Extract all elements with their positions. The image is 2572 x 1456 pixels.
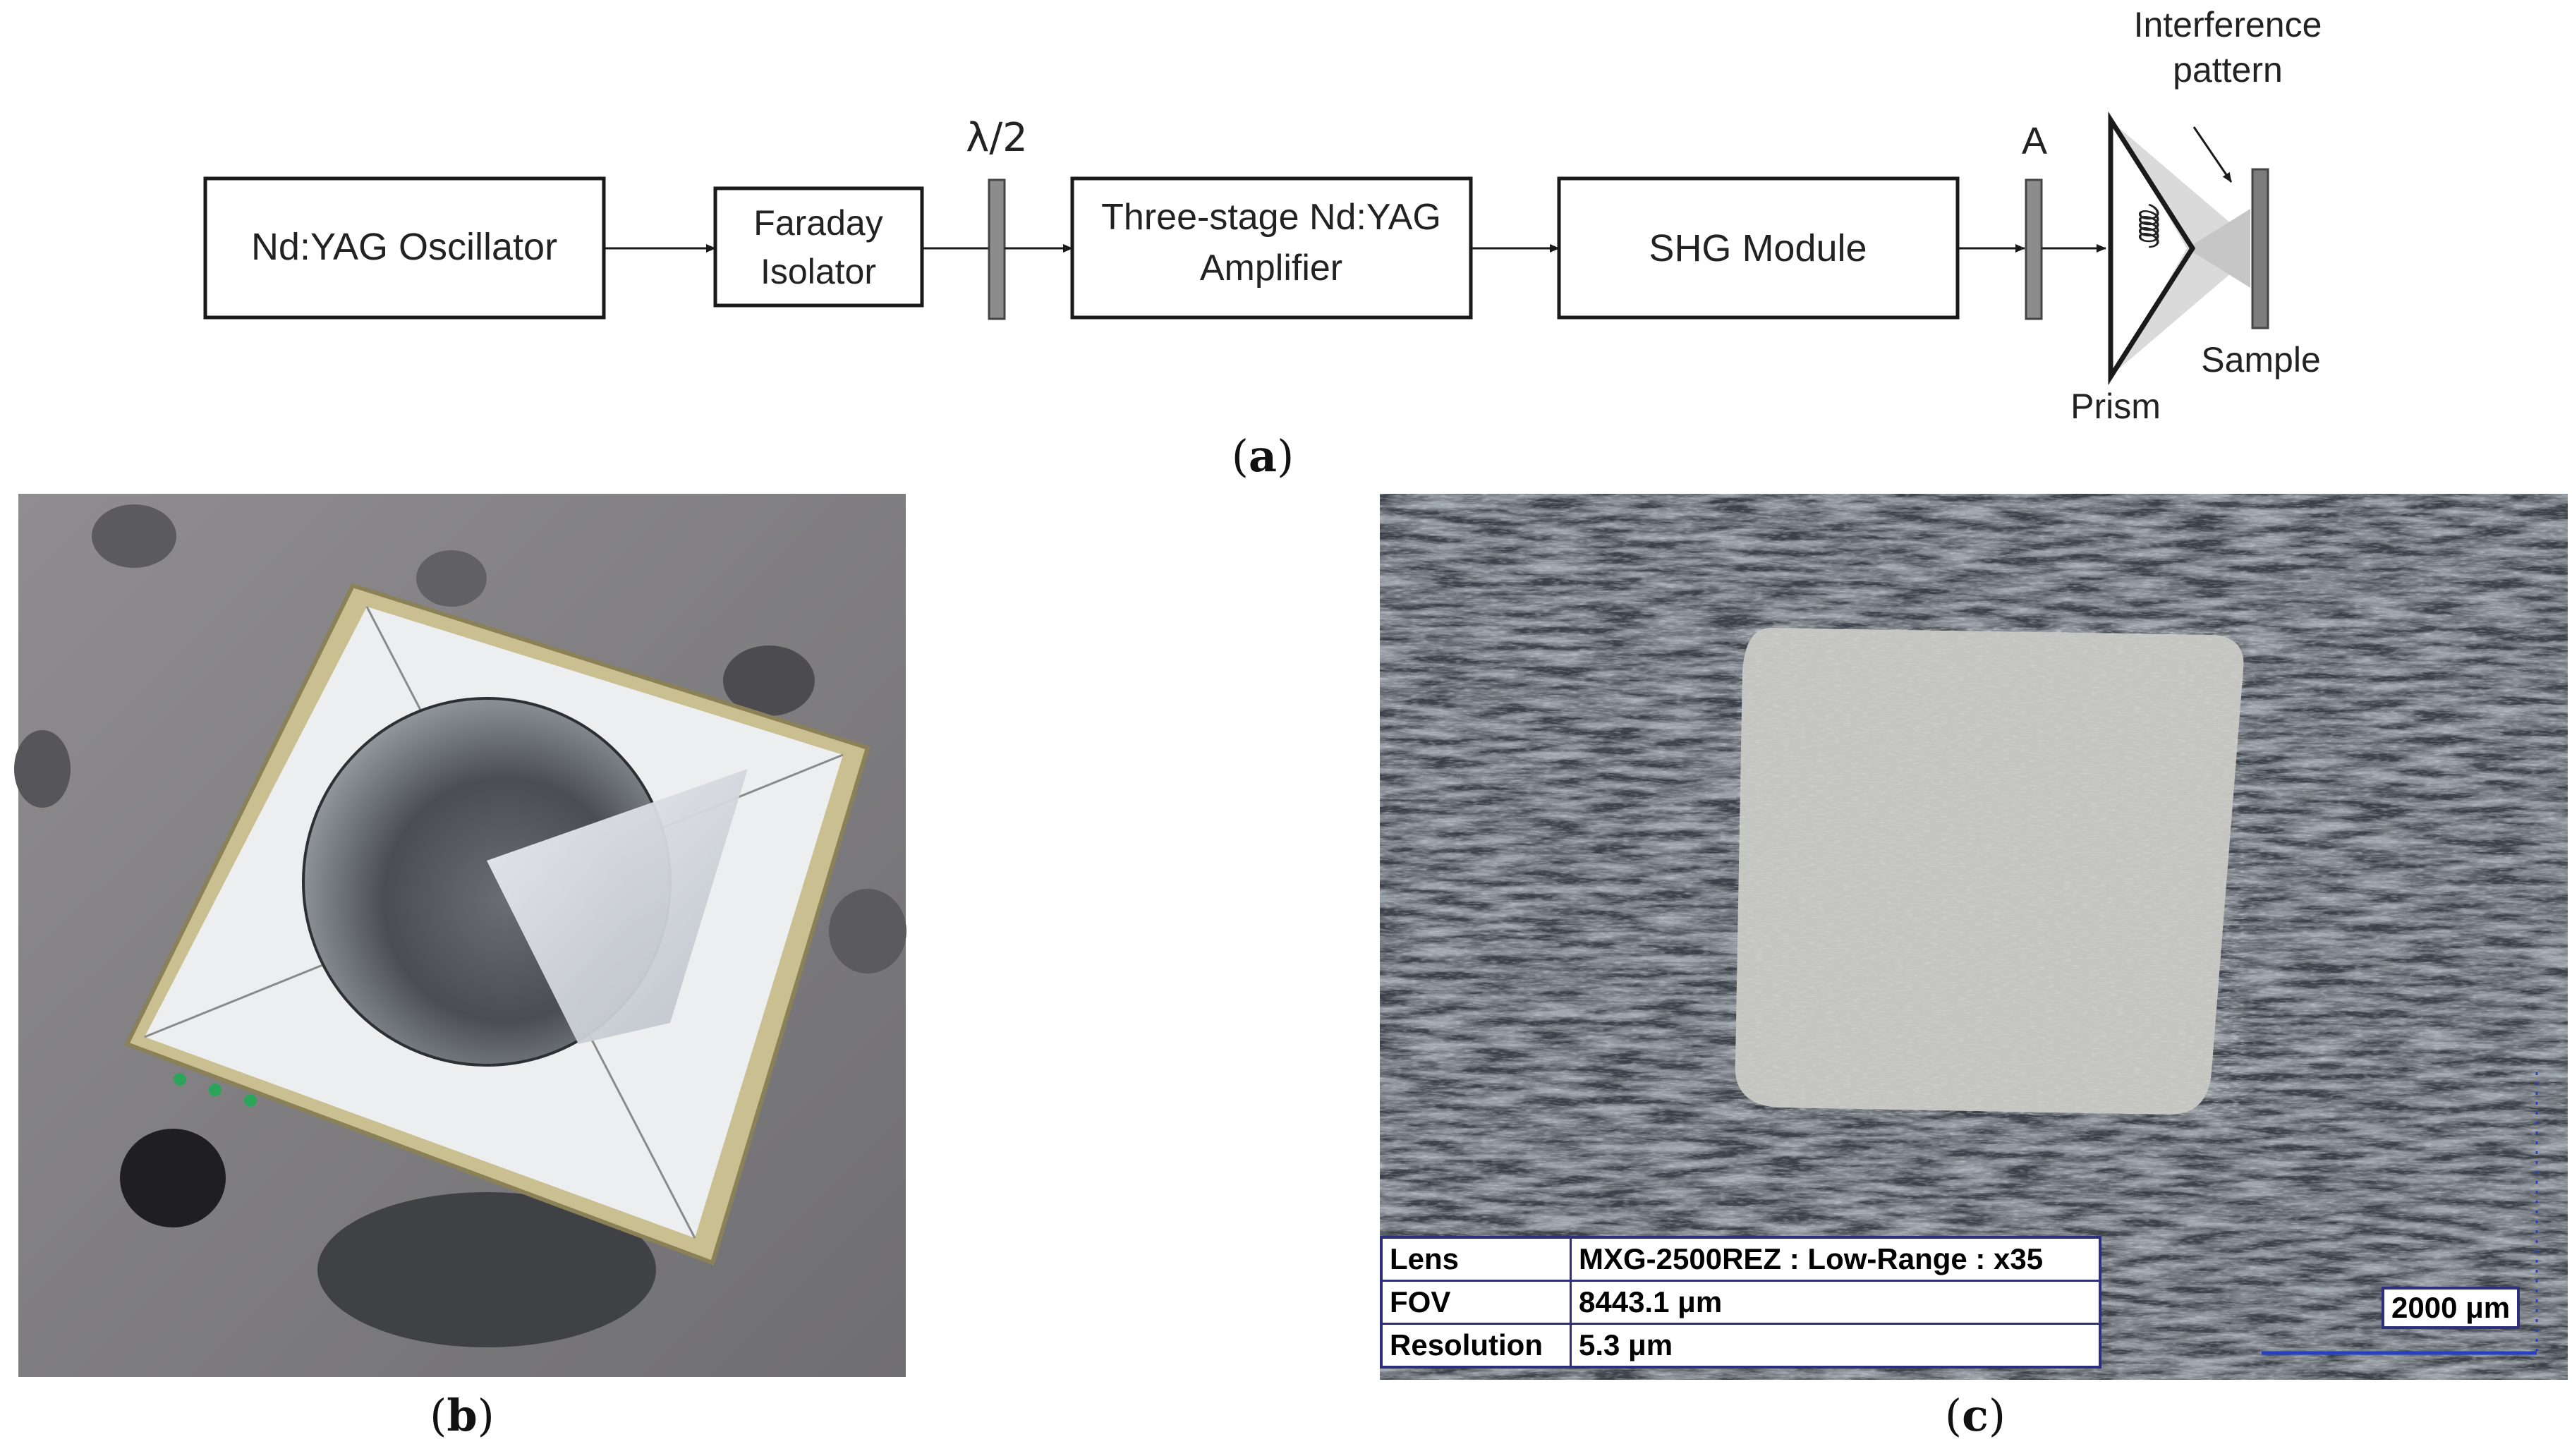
caption-b: (b): [430, 1390, 495, 1441]
sample-sheet: [487, 769, 748, 1044]
amplifier-label-line1: Three-stage Nd:YAG: [1101, 197, 1441, 238]
sample-label: Sample: [2201, 340, 2321, 380]
table-hole: [829, 889, 906, 973]
amplifier-label-line2: Amplifier: [1200, 248, 1342, 289]
table-hole: [92, 504, 176, 568]
table-row: Resolution 5.3 μm: [1380, 1323, 2101, 1369]
beam-fan-lower: [2116, 248, 2250, 371]
amplifier-box: [1070, 176, 1473, 320]
caption-a: (a): [1232, 430, 1294, 482]
scale-bar-label: 2000 μm: [2382, 1287, 2521, 1329]
panel-b-photo: [14, 494, 906, 1377]
sample-plate: [2251, 168, 2269, 329]
oscillator-label: Nd:YAG Oscillator: [251, 226, 557, 268]
isolator-label-line2: Isolator: [760, 252, 876, 291]
prism-icon: [2108, 111, 2196, 386]
interference-label-line2: pattern: [2173, 50, 2283, 90]
oscillator-box: [203, 176, 606, 320]
caption-c: (c): [1945, 1390, 2006, 1441]
prism-label: Prism: [2070, 387, 2161, 426]
interference-label-line1: Interference: [2134, 5, 2322, 44]
attenuator-plate: [2025, 178, 2043, 320]
halfwave-plate: [988, 178, 1006, 320]
halfwave-label: λ/2: [966, 115, 1028, 161]
table-hole: [120, 1129, 226, 1227]
info-value: 8443.1 μm: [1570, 1280, 2101, 1325]
isolator-label-line1: Faraday: [753, 203, 882, 243]
interference-pattern-icon: [2138, 203, 2159, 248]
table-row: Lens MXG-2500REZ : Low-Range : x35: [1380, 1236, 2101, 1282]
info-key: Lens: [1380, 1236, 1572, 1282]
shg-box: [1557, 176, 1960, 320]
beam-cross-region: [2187, 209, 2250, 288]
interference-pointer-arrow: [2192, 126, 2233, 183]
beam-fan-upper: [2116, 126, 2250, 248]
attenuator-label: A: [2022, 120, 2047, 162]
info-key: FOV: [1380, 1280, 1572, 1325]
panel-c-micrograph: [1380, 494, 2568, 1380]
panel-a-schematic: Nd:YAG Oscillator Faraday Isolator λ/2 T…: [203, 5, 2322, 426]
info-key: Resolution: [1380, 1323, 1572, 1369]
isolator-box: [713, 186, 924, 308]
info-value: 5.3 μm: [1570, 1323, 2101, 1369]
table-row: FOV 8443.1 μm: [1380, 1280, 2101, 1325]
shg-label: SHG Module: [1649, 227, 1867, 269]
table-hole: [14, 730, 71, 808]
mount-cylinder: [317, 1192, 656, 1347]
micrograph-info-table: Lens MXG-2500REZ : Low-Range : x35 FOV 8…: [1380, 1236, 2101, 1369]
table-hole: [416, 550, 487, 607]
table-hole: [723, 645, 815, 716]
info-value: MXG-2500REZ : Low-Range : x35: [1570, 1236, 2101, 1282]
